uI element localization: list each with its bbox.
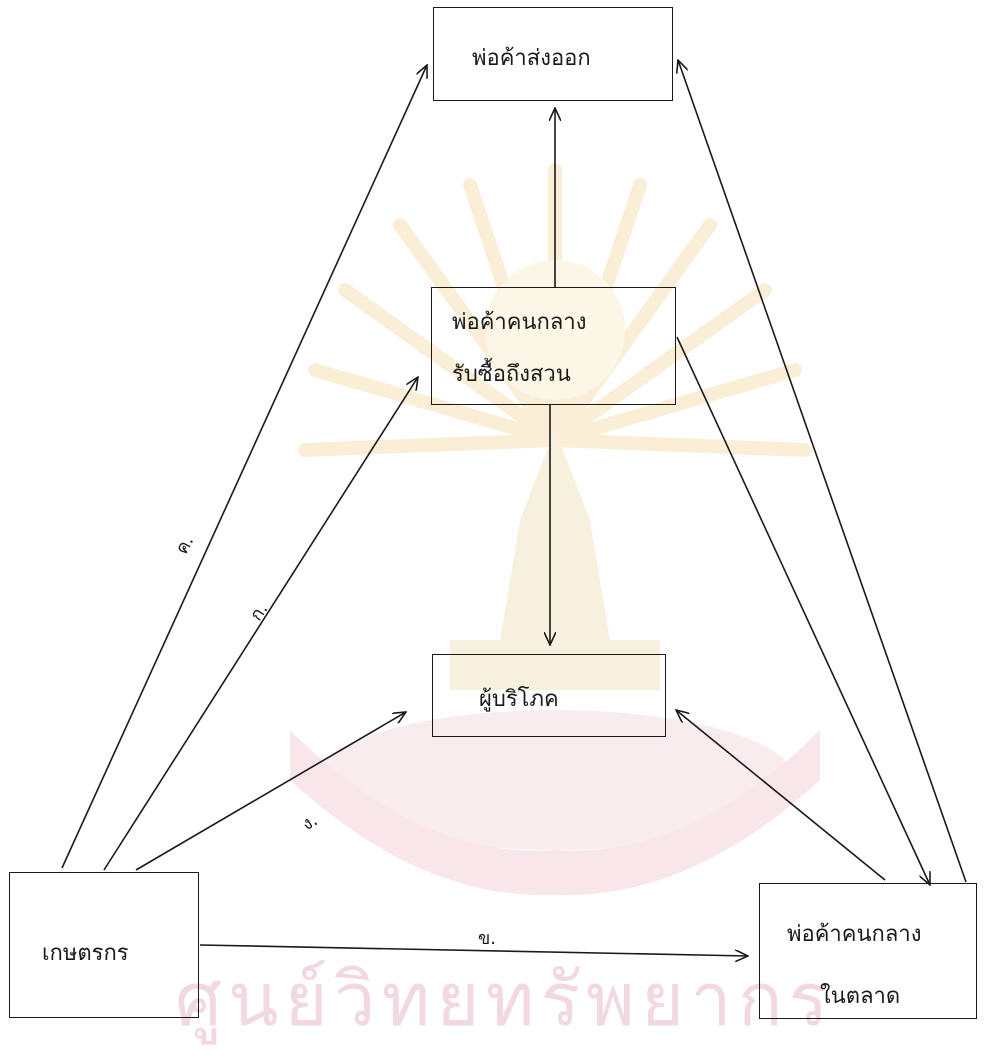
node-farmer: เกษตรกร: [9, 872, 199, 1018]
node-market-middleman-line1: พ่อค้าคนกลาง: [787, 922, 922, 947]
edge-collector-to-market: [676, 336, 930, 885]
edge-label-farmer-to-market: ข.: [478, 928, 497, 949]
node-middleman-collector: พ่อค้าคนกลาง รับซื้อถึงสวน: [431, 287, 676, 405]
node-middleman-collector-line1: พ่อค้าคนกลาง: [452, 310, 587, 335]
node-farmer-label: เกษตรกร: [42, 941, 129, 966]
node-exporter-label: พ่อค้าส่งออก: [472, 46, 591, 71]
edge-market-to-consumer: [676, 710, 886, 881]
node-market-middleman: พ่อค้าคนกลาง ในตลาด: [759, 883, 977, 1019]
node-middleman-collector-line2: รับซื้อถึงสวน: [452, 362, 571, 387]
edge-farmer-to-consumer: [135, 712, 406, 871]
node-market-middleman-line2: ในตลาด: [820, 984, 901, 1009]
edge-market-to-exporter: [678, 60, 967, 883]
node-exporter: พ่อค้าส่งออก: [433, 7, 673, 101]
diagram-edges: [61, 0, 967, 1026]
edge-farmer-to-market: [199, 944, 748, 956]
edge-farmer-to-exporter: [61, 65, 427, 869]
node-consumer-label: ผู้บริโภค: [479, 687, 559, 712]
node-consumer: ผู้บริโภค: [432, 654, 666, 737]
edge-farmer-to-collector: [103, 377, 418, 871]
